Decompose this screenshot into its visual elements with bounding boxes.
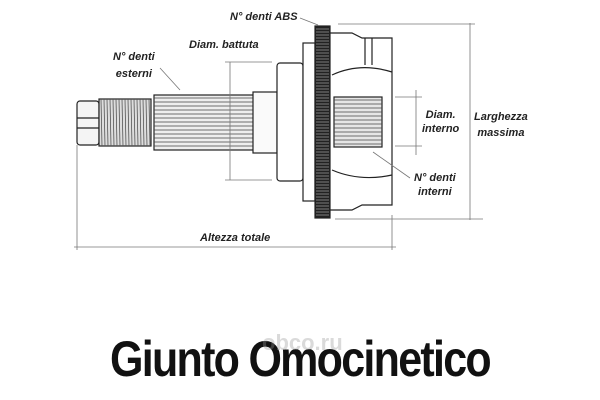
label-max-width: Larghezza massima	[474, 110, 528, 140]
watermark: obco.ru	[262, 330, 343, 355]
label-seat-diameter: Diam. battuta	[189, 39, 259, 51]
shaft-end	[76, 100, 100, 146]
label-max-width-line2: massima	[477, 127, 525, 139]
drawing-line	[115, 98, 118, 147]
drawing-line	[109, 98, 112, 147]
drawing-line	[103, 98, 106, 147]
drawing-line	[148, 98, 151, 147]
label-total-height: Altezza totale	[200, 232, 271, 244]
page-title: Giunto Omocinetico	[110, 331, 492, 387]
plate	[302, 42, 316, 202]
drawing-line	[127, 98, 130, 147]
splined-shaft	[153, 94, 255, 151]
drawing-line	[139, 98, 142, 147]
flange	[276, 62, 304, 182]
drawing-line	[112, 98, 115, 147]
drawing-line	[121, 98, 124, 147]
label-inner-teeth: N° denti interni	[414, 171, 456, 199]
label-inner-diameter-line1: Diam.	[425, 109, 456, 121]
drawing-line	[118, 98, 121, 147]
label-inner-diameter-line2: interno	[422, 123, 460, 135]
label-inner-diameter: Diam. interno	[422, 108, 459, 136]
label-outer-teeth: N° denti esterni	[113, 50, 155, 81]
label-outer-teeth-line2: esterni	[115, 68, 152, 80]
drawing-line	[100, 98, 103, 147]
drawing-line	[145, 98, 148, 147]
label-outer-teeth-line1: N° denti	[113, 51, 155, 63]
drawing-line	[136, 98, 139, 147]
drawing-line	[142, 98, 145, 147]
drawing-line	[124, 98, 127, 147]
shoulder	[252, 91, 278, 154]
drawing-line	[106, 98, 109, 147]
drawing-line	[133, 98, 136, 147]
label-inner-teeth-line1: N° denti	[414, 172, 456, 184]
label-max-width-line1: Larghezza	[474, 111, 528, 123]
label-inner-teeth-line2: interni	[418, 186, 452, 198]
drawing-line	[130, 98, 133, 147]
label-abs-teeth: N° denti ABS	[230, 11, 298, 23]
